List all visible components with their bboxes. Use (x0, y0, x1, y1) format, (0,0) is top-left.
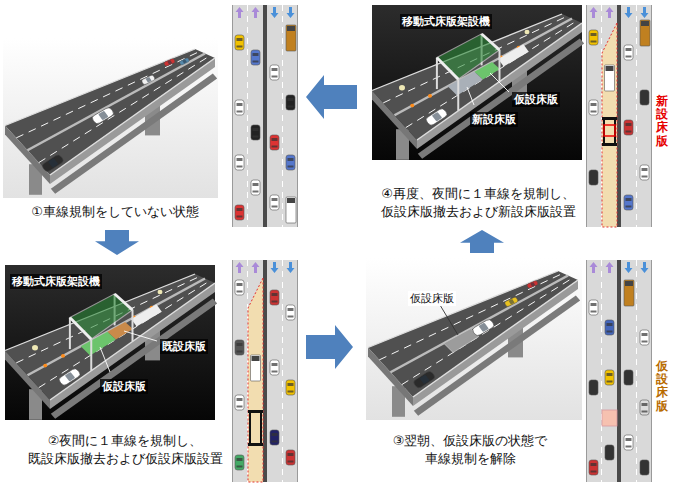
caption-holder: ②夜間に１車線を規制し、 既設床版撤去および仮設床版設置 (10, 432, 240, 468)
vertical-label: 新設床版 (656, 95, 668, 148)
step-panel: ②夜間に１車線を規制し、 既設床版撤去および仮設床版設置 (3, 258, 303, 486)
block-arrow (306, 325, 353, 369)
label-anchor: 仮設床版 (408, 287, 456, 306)
block-arrow (95, 230, 139, 255)
step-caption: ③翌朝、仮設床版の状態で 車線規制を解除 (355, 432, 585, 468)
slab-label: 仮設床版 (512, 92, 560, 107)
label-anchor: 仮設床版 (512, 88, 560, 107)
caption-holder: ③翌朝、仮設床版の状態で 車線規制を解除 (355, 432, 585, 468)
block-arrow (306, 75, 357, 119)
label-anchor: 移動式床版架設機 (10, 270, 102, 289)
label-anchor: 仮設床版 (100, 375, 148, 394)
slab-label: 既設床版 (160, 339, 208, 354)
slab-label: 新設床版 (470, 112, 518, 127)
label-anchor: 仮設床版 (656, 360, 668, 413)
step-caption: ①車線規制をしていない状態 (0, 203, 230, 221)
step-caption: ②夜間に１車線を規制し、 既設床版撤去および仮設床版設置 (10, 432, 240, 468)
caption-holder: ①車線規制をしていない状態 (0, 203, 230, 221)
step-caption: ④再度、夜間に１車線を規制し、 仮設床版撤去および新設床版設置 (363, 185, 593, 221)
label-anchor: 新設床版 (656, 95, 668, 148)
step-panel: ③翌朝、仮設床版の状態で 車線規制を解除 (356, 256, 672, 486)
caption-holder: ④再度、夜間に１車線を規制し、 仮設床版撤去および新設床版設置 (363, 185, 593, 221)
label-anchor: 新設床版 (470, 108, 518, 127)
label-anchor: 移動式床版架設機 (400, 10, 492, 29)
machine-label: 移動式床版架設機 (400, 14, 492, 29)
slab-label: 仮設床版 (408, 291, 456, 306)
slab-label: 仮設床版 (100, 379, 148, 394)
machine-label: 移動式床版架設機 (10, 274, 102, 289)
label-anchor: 既設床版 (160, 335, 208, 354)
vertical-label: 仮設床版 (656, 360, 668, 413)
block-arrow (460, 230, 504, 253)
step-panel: ①車線規制をしていない状態 (3, 3, 303, 227)
